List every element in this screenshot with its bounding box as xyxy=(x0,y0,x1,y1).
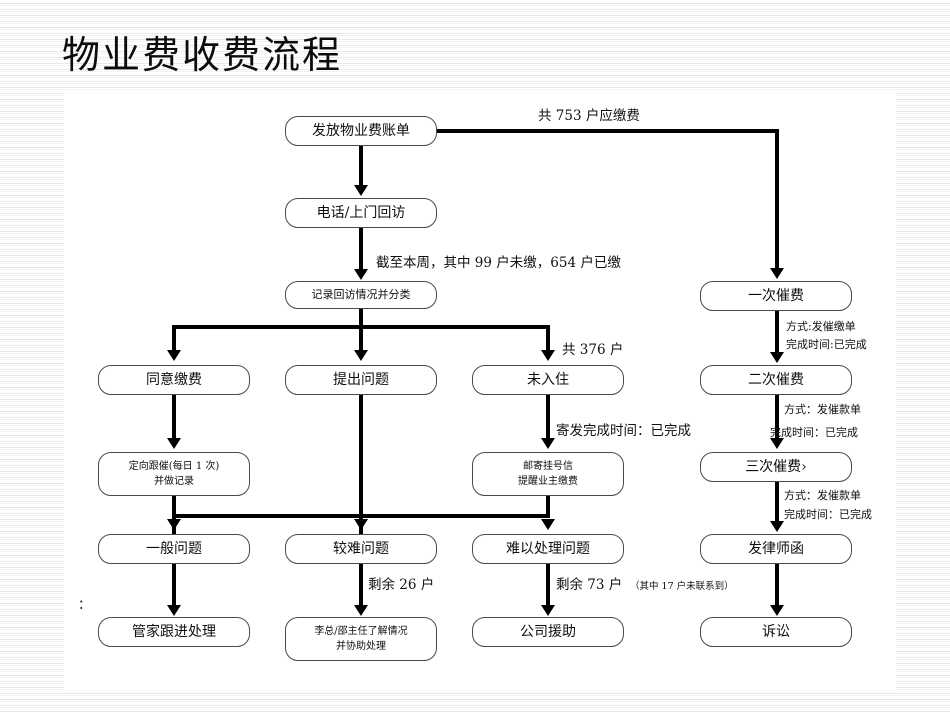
label-subtotal-376: 共 376 户 xyxy=(562,342,624,358)
node-line: 三次催费› xyxy=(745,459,807,475)
node-registered-mail[interactable]: 邮寄挂号信 提醒业主缴费 xyxy=(472,452,624,496)
connector-right-down xyxy=(775,129,779,269)
node-reminder-1[interactable]: 一次催费 xyxy=(700,281,852,311)
node-line: 提醒业主缴费 xyxy=(518,476,578,487)
connector-visit-to-record xyxy=(359,228,363,270)
label-week-status: 截至本周，其中 99 户未缴，654 户已缴 xyxy=(376,255,621,271)
node-line: 一次催费 xyxy=(748,288,804,304)
label-total-households: 共 753 户应缴费 xyxy=(538,108,640,124)
arrowhead-to-difficult-issue xyxy=(541,519,555,530)
connector-bill-to-visit xyxy=(359,146,363,186)
connector-notmoved-to-mail xyxy=(546,395,550,439)
connector-followup-down xyxy=(172,496,176,516)
label-mail-done: 寄发完成时间：已完成 xyxy=(556,423,691,439)
node-agree-pay[interactable]: 同意缴费 xyxy=(98,365,250,395)
node-lawyer-letter[interactable]: 发律师函 xyxy=(700,534,852,564)
node-line: 李总/邵主任了解情况 xyxy=(314,626,408,637)
node-daily-followup[interactable]: 定向跟催(每日 1 次) 并做记录 xyxy=(98,452,250,496)
connector-bill-right xyxy=(437,129,779,133)
connector-r1-to-r2 xyxy=(775,311,779,353)
label-remain-73: 剩余 73 户 xyxy=(556,577,623,593)
arrowhead-to-not-moved-in xyxy=(541,350,555,361)
node-line: 定向跟催(每日 1 次) xyxy=(128,461,220,472)
arrowhead-to-agree-pay xyxy=(167,350,181,361)
connector-split-mid xyxy=(359,325,363,351)
node-line: 较难问题 xyxy=(333,541,389,557)
arrowhead-to-reminder-1 xyxy=(770,268,784,279)
node-line: 记录回访情况并分类 xyxy=(311,288,411,301)
node-line: 同意缴费 xyxy=(146,372,202,388)
connector-r2-to-r3 xyxy=(775,395,779,439)
connector-split-left xyxy=(172,325,176,351)
label-reminder3-time: 完成时间：已完成 xyxy=(784,508,872,521)
node-phone-visit[interactable]: 电话/上门回访 xyxy=(285,198,437,228)
node-raise-issue[interactable]: 提出问题 xyxy=(285,365,437,395)
node-general-issue[interactable]: 一般问题 xyxy=(98,534,250,564)
node-line: 二次催费 xyxy=(748,372,804,388)
arrowhead-bill-to-visit xyxy=(354,185,368,196)
node-line: 一般问题 xyxy=(146,541,202,557)
label-reminder1-method: 方式:发催缴单 xyxy=(786,320,856,333)
node-issue-bill[interactable]: 发放物业费账单 xyxy=(285,116,437,146)
node-line: 难以处理问题 xyxy=(506,541,590,557)
node-line: 公司援助 xyxy=(520,624,576,640)
node-line: 并协助处理 xyxy=(336,641,386,652)
arrowhead-difficult-to-company xyxy=(541,605,555,616)
connector-lawyer-to-litigation xyxy=(775,564,779,606)
arrowhead-agree-to-followup xyxy=(167,438,181,449)
arrowhead-r1-to-r2 xyxy=(770,352,784,363)
node-line: 发律师函 xyxy=(748,541,804,557)
arrowhead-to-raise-issue xyxy=(354,350,368,361)
node-record-classify[interactable]: 记录回访情况并分类 xyxy=(285,281,437,309)
connector-split-right xyxy=(546,325,550,351)
node-difficult-issue[interactable]: 难以处理问题 xyxy=(472,534,624,564)
page-title: 物业费收费流程 xyxy=(62,33,343,77)
connector-harder-to-leaders xyxy=(359,564,363,606)
label-reminder2-time: 完成时间：已完成 xyxy=(770,426,858,439)
connector-raise-issue-down xyxy=(359,395,363,520)
node-line: 并做记录 xyxy=(154,476,194,487)
node-line: 诉讼 xyxy=(762,624,790,640)
connector-record-down xyxy=(359,309,363,327)
connector-r3-to-lawyer xyxy=(775,482,779,524)
connector-general-to-butler xyxy=(172,564,176,606)
arrowhead-r3-to-lawyer xyxy=(770,521,784,532)
label-reminder1-time: 完成时间:已完成 xyxy=(786,338,867,351)
node-reminder-2[interactable]: 二次催费 xyxy=(700,365,852,395)
node-company-support[interactable]: 公司援助 xyxy=(472,617,624,647)
node-line: 邮寄挂号信 xyxy=(523,461,573,472)
arrowhead-notmoved-to-mail xyxy=(541,438,555,449)
node-reminder-3[interactable]: 三次催费› xyxy=(700,452,852,482)
node-line: 管家跟进处理 xyxy=(132,624,216,640)
node-line: 未入住 xyxy=(527,372,569,388)
connector-issue-right xyxy=(546,496,550,518)
label-remain-26: 剩余 26 户 xyxy=(368,577,435,593)
arrowhead-to-harder-issue xyxy=(354,519,368,530)
label-reminder2-method: 方式：发催款单 xyxy=(784,403,861,416)
node-not-moved-in[interactable]: 未入住 xyxy=(472,365,624,395)
arrowhead-to-general-issue xyxy=(167,519,181,530)
node-butler-followup[interactable]: 管家跟进处理 xyxy=(98,617,250,647)
node-line: 发放物业费账单 xyxy=(312,123,410,139)
arrowhead-r2-to-r3 xyxy=(770,438,784,449)
label-reminder3-method: 方式：发催款单 xyxy=(784,489,861,502)
node-litigation[interactable]: 诉讼 xyxy=(700,617,852,647)
arrowhead-general-to-butler xyxy=(167,605,181,616)
node-line: 提出问题 xyxy=(333,372,389,388)
arrowhead-visit-to-record xyxy=(354,269,368,280)
node-leaders-assist[interactable]: 李总/邵主任了解情况 并协助处理 xyxy=(285,617,437,661)
node-harder-issue[interactable]: 较难问题 xyxy=(285,534,437,564)
connector-agree-to-followup xyxy=(172,395,176,439)
arrowhead-harder-to-leaders xyxy=(354,605,368,616)
node-line: 电话/上门回访 xyxy=(316,205,406,221)
stray-colon-mark: ： xyxy=(78,598,92,613)
arrowhead-lawyer-to-litigation xyxy=(770,605,784,616)
connector-difficult-to-company xyxy=(546,564,550,606)
label-remain-73-note: （其中 17 户未联系到） xyxy=(630,581,734,592)
